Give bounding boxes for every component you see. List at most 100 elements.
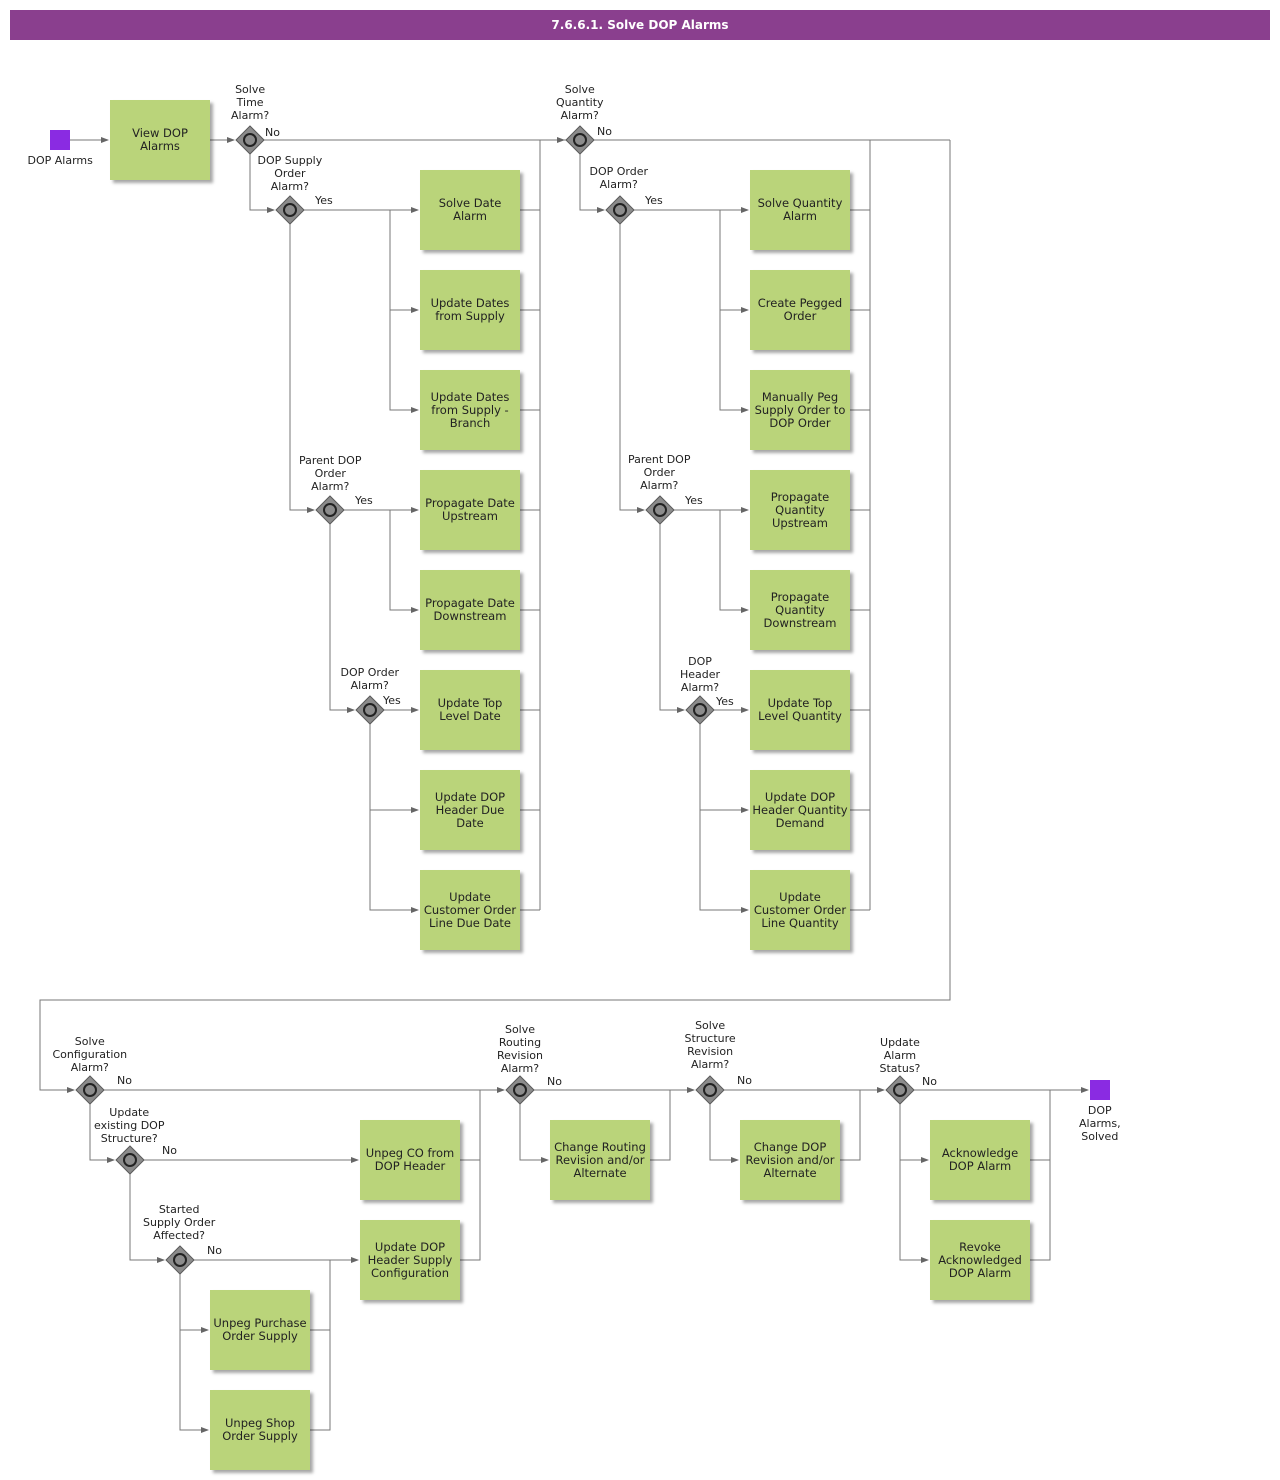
gateway-started-supply-order-affected[interactable] bbox=[165, 1245, 195, 1275]
gateway-solve-quantity-alarm[interactable] bbox=[565, 125, 595, 155]
end-event[interactable] bbox=[1090, 1080, 1110, 1100]
sequence-flow bbox=[719, 510, 749, 613]
sequence-flow bbox=[899, 1104, 929, 1163]
branch-label-no: No bbox=[737, 1074, 752, 1087]
sequence-flow bbox=[39, 140, 951, 1093]
start-event[interactable] bbox=[50, 130, 70, 150]
sequence-flow bbox=[369, 810, 419, 913]
branch-label-yes: Yes bbox=[645, 194, 663, 207]
gateway-update-existing-dop-structure[interactable] bbox=[115, 1145, 145, 1175]
sequence-flow bbox=[619, 224, 645, 513]
gateway-solve-routing-revision-alarm[interactable] bbox=[505, 1075, 535, 1105]
sequence-flow bbox=[249, 154, 275, 213]
sequence-flow bbox=[650, 1090, 671, 1161]
branch-label-yes: Yes bbox=[383, 694, 401, 707]
sequence-flow bbox=[89, 1104, 115, 1163]
sequence-flow bbox=[460, 1090, 481, 1261]
gateway-parent-dop-order-alarm-2[interactable] bbox=[645, 495, 675, 525]
branch-label-yes: Yes bbox=[315, 194, 333, 207]
sequence-flow bbox=[1030, 1090, 1051, 1261]
branch-label-yes: Yes bbox=[355, 494, 373, 507]
start-event-label: DOP Alarms bbox=[27, 154, 93, 167]
gateway-dop-order-alarm-1[interactable] bbox=[355, 695, 385, 725]
branch-label-no: No bbox=[597, 125, 612, 138]
branch-label-yes: Yes bbox=[685, 494, 703, 507]
gateway-solve-configuration-alarm[interactable] bbox=[75, 1075, 105, 1105]
sequence-flow bbox=[369, 724, 419, 813]
sequence-flow bbox=[899, 1160, 929, 1263]
sequence-flow bbox=[519, 1104, 549, 1163]
branch-label-no: No bbox=[162, 1144, 177, 1157]
sequence-flow bbox=[389, 510, 419, 613]
branch-label-no: No bbox=[922, 1075, 937, 1088]
sequence-flow bbox=[709, 1104, 739, 1163]
gateway-solve-structure-revision-alarm[interactable] bbox=[695, 1075, 725, 1105]
sequence-flow bbox=[579, 154, 605, 213]
branch-label-yes: Yes bbox=[716, 695, 734, 708]
sequence-flow bbox=[659, 524, 685, 713]
sequence-flow bbox=[329, 524, 355, 713]
sequence-flow bbox=[389, 210, 419, 313]
sequence-flow bbox=[719, 210, 749, 313]
gateway-solve-time-alarm[interactable] bbox=[235, 125, 265, 155]
diagram-title: 7.6.6.1. Solve DOP Alarms bbox=[10, 10, 1270, 40]
branch-label-no: No bbox=[207, 1244, 222, 1257]
branch-label-no: No bbox=[117, 1074, 132, 1087]
sequence-flow bbox=[289, 224, 315, 513]
gateway-dop-supply-order-alarm[interactable] bbox=[275, 195, 305, 225]
sequence-flow bbox=[840, 1090, 861, 1161]
sequence-flow bbox=[699, 810, 749, 913]
branch-label-no: No bbox=[265, 126, 280, 139]
sequence-flow bbox=[129, 1174, 165, 1263]
gateway-parent-dop-order-alarm-1[interactable] bbox=[315, 495, 345, 525]
gateway-dop-header-alarm[interactable] bbox=[685, 695, 715, 725]
sequence-flow bbox=[310, 1260, 331, 1431]
gateway-dop-order-alarm-2[interactable] bbox=[605, 195, 635, 225]
sequence-flow bbox=[179, 1330, 209, 1433]
gateway-update-alarm-status[interactable] bbox=[885, 1075, 915, 1105]
sequence-flow bbox=[179, 1274, 209, 1333]
sequence-flow bbox=[389, 310, 419, 413]
